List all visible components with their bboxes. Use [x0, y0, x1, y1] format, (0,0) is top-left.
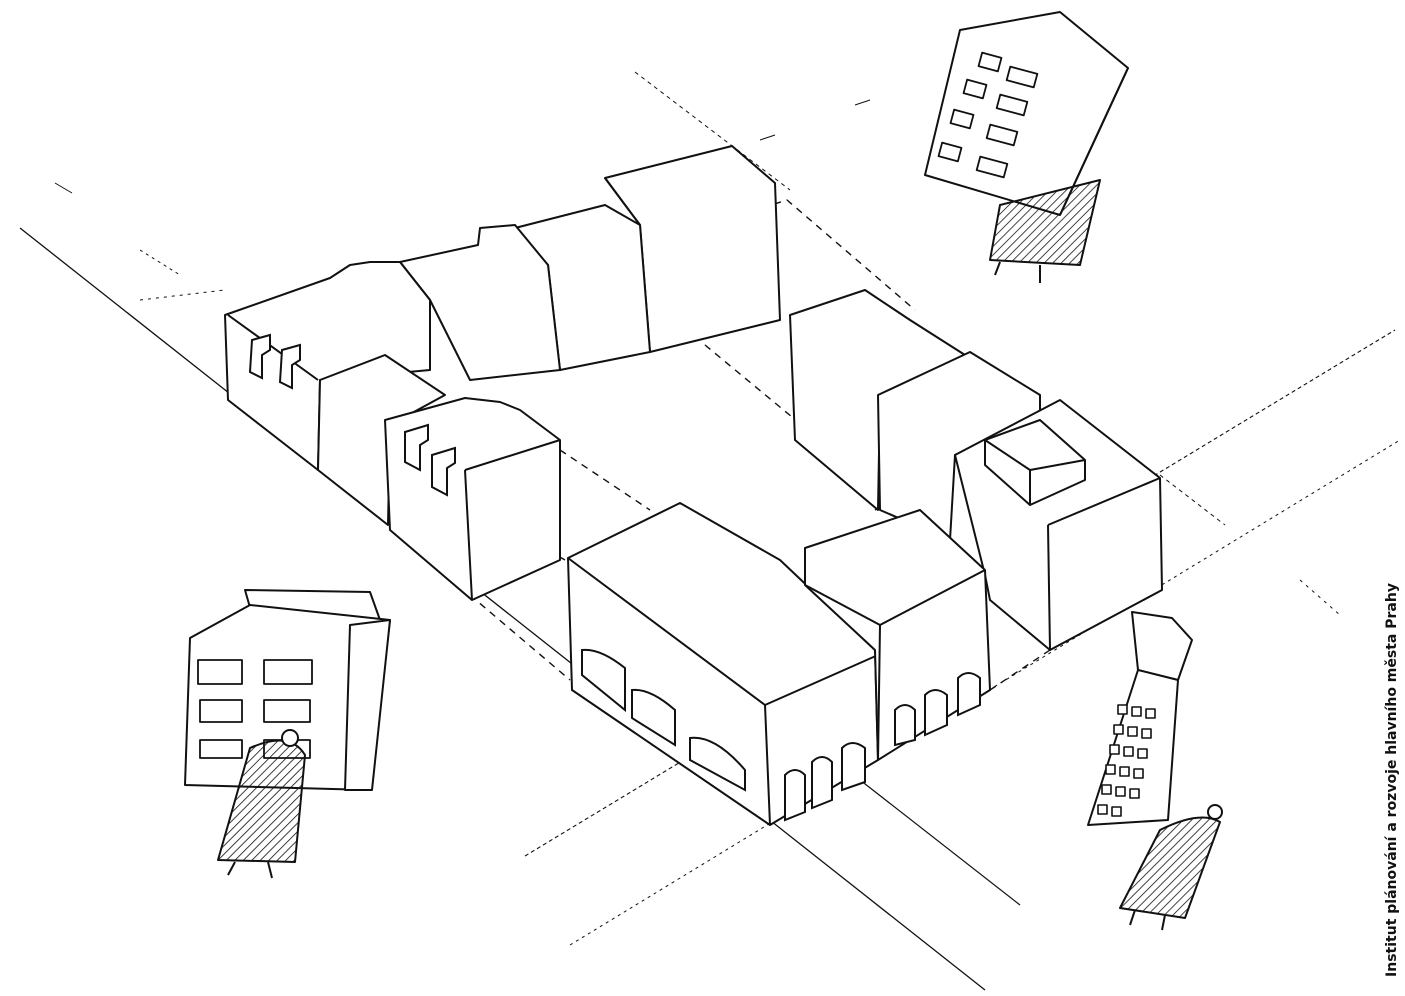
front-row-buildings [568, 503, 990, 825]
credit-text: Institut plánování a rozvoje hlavního mě… [1384, 583, 1400, 977]
walking-building-figure-bottom-right [1088, 612, 1222, 930]
walking-building-figure-bottom-left [185, 590, 390, 878]
walking-building-figure-top-right [925, 12, 1128, 283]
